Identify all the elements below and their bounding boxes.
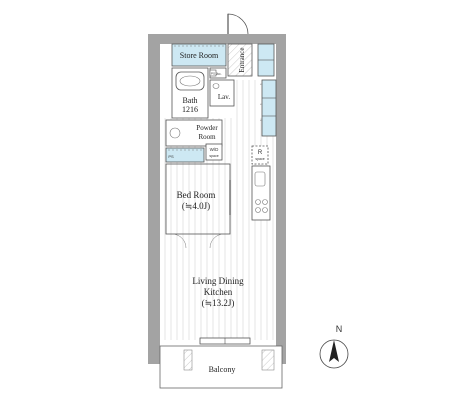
north-arrow-icon (329, 340, 339, 362)
shoe-storage (257, 43, 275, 77)
bath: Bath 1216 (171, 67, 209, 119)
refrigerator-label-2: space (255, 157, 264, 161)
wd-space-label-2: space (209, 154, 218, 158)
living-dining-kitchen: Living Dining Kitchen (≒13.2J) (192, 276, 244, 308)
bath-size-label: 1216 (182, 105, 198, 114)
entrance-label: Entrance (238, 48, 246, 73)
refrigerator-space: R space (251, 145, 269, 165)
wd-space-label-1: W/D (210, 147, 219, 152)
hall-storage (249, 79, 277, 137)
powder-room-label-1: Powder (196, 124, 218, 132)
balcony: Balcony (159, 345, 283, 389)
ps-upper-label: PS (211, 72, 215, 76)
ldk-label-1: Living Dining (192, 276, 244, 286)
bed-room-label: Bed Room (177, 190, 216, 200)
balcony-label: Balcony (209, 365, 236, 374)
lavatory-label: Lav. (218, 93, 230, 101)
compass: N (319, 324, 349, 369)
powder-room: Powder Room (165, 119, 223, 147)
pipe-space-upper: PS (209, 69, 217, 77)
store-room-label: Store Room (180, 51, 219, 60)
bed-room-size: (≒4.0J) (182, 201, 210, 211)
kitchen-counter (251, 165, 271, 221)
bed-room: Bed Room (≒4.0J) (165, 163, 231, 249)
utility-row: PS W/D space (165, 143, 223, 163)
ldk-label-2: Kitchen (204, 287, 233, 297)
lavatory: Lav. (209, 79, 235, 107)
refrigerator-label-1: R (258, 150, 263, 156)
balcony-door (199, 337, 251, 345)
store-room: Store Room (171, 43, 227, 67)
ps-lower-label: PS (168, 154, 174, 159)
bath-label: Bath (182, 96, 197, 105)
entrance-door (227, 13, 249, 35)
entrance: Entrance (227, 43, 253, 77)
powder-room-label-2: Room (198, 133, 216, 141)
ldk-size: (≒13.2J) (202, 298, 235, 308)
small-storage-label: Sto. (214, 71, 221, 76)
hallway (236, 80, 260, 180)
compass-north-label: N (336, 324, 343, 334)
